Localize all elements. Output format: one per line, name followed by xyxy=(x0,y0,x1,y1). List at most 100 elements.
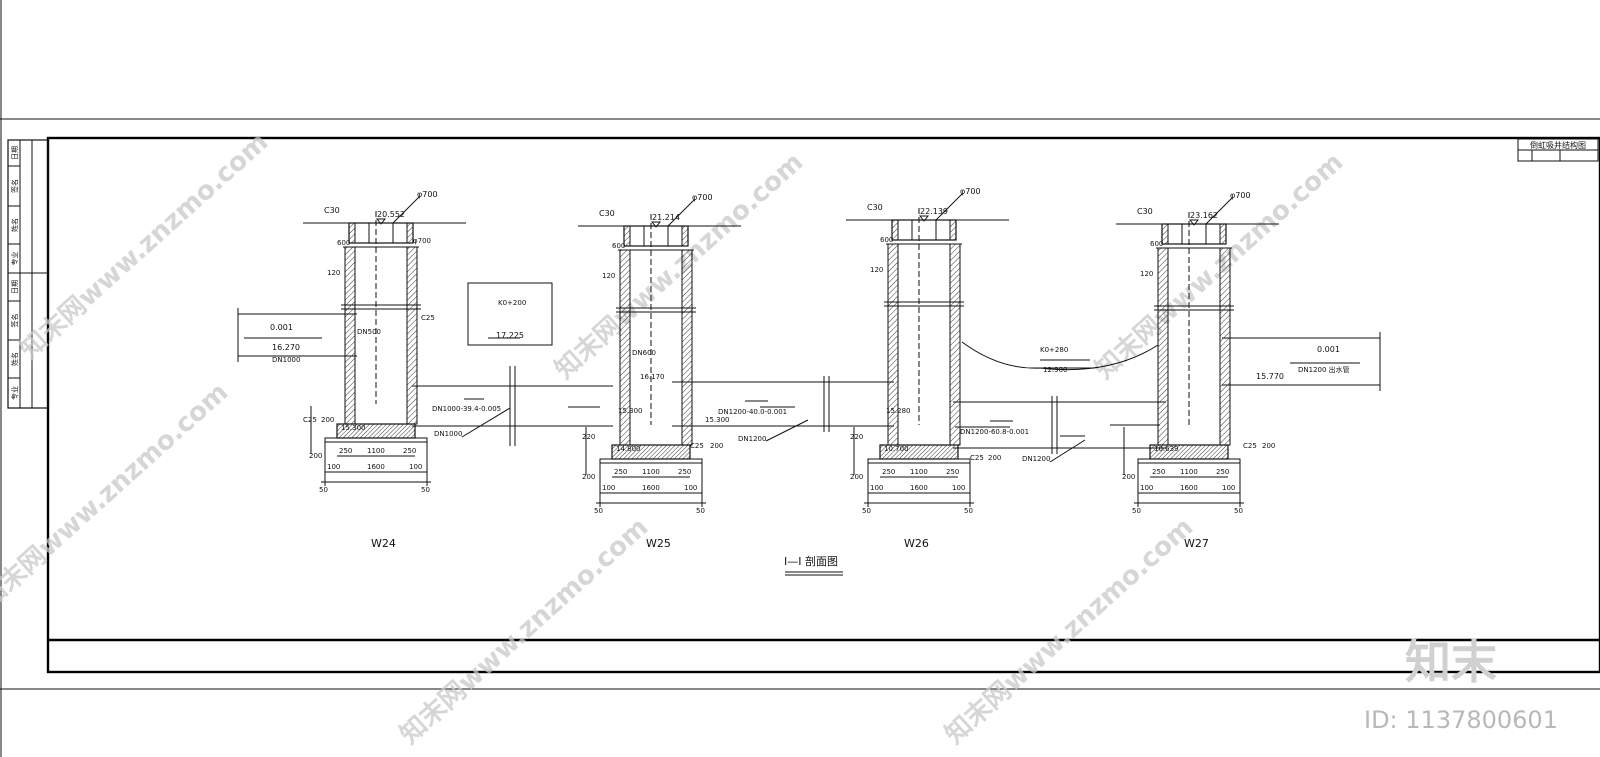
station1-elev: 17.225 xyxy=(496,331,524,340)
dim-vertical: 600 xyxy=(337,239,350,247)
pipe1-tag: DN1000 xyxy=(434,430,462,438)
dim-text: 50 xyxy=(696,507,705,515)
dim-text: 50 xyxy=(862,507,871,515)
revision-label: 日期 xyxy=(11,280,19,294)
dim-vertical: 600 xyxy=(1150,240,1163,248)
dim-text: 1100 xyxy=(367,447,385,455)
dim-text: 1600 xyxy=(1180,484,1198,492)
dim-text: 250 xyxy=(614,468,627,476)
well-id: W26 xyxy=(904,537,929,550)
bottom-elevation: 10.639 xyxy=(1154,445,1179,453)
inlet-elevation: 15.300 xyxy=(618,407,643,415)
wells-layer: W24 C30 20.552 φ700 600 120 250 1100 250 100 1600 1… xyxy=(303,187,1279,550)
pipe3-label: DN1200-60.8-0.001 xyxy=(960,428,1029,436)
dim-text: 250 xyxy=(678,468,691,476)
w26-c25: C25 xyxy=(970,454,984,462)
dim-text: 250 xyxy=(339,447,352,455)
watermark-text: 知末网www.znzmo.com xyxy=(395,512,655,750)
section-title: I—I 剖面图 xyxy=(784,554,838,568)
watermark-text: 知末网www.znzmo.com xyxy=(15,127,275,365)
dim-text: 100 xyxy=(684,484,697,492)
revision-label: 专业 xyxy=(10,252,19,266)
concrete-grade: C30 xyxy=(1137,207,1153,216)
revision-label: 日期 xyxy=(11,146,19,160)
watermark-text: 知末网www.znzmo.com xyxy=(550,147,810,385)
watermark-text: 知末网www.znzmo.com xyxy=(0,377,234,615)
bottom-elevation: 15.300 xyxy=(341,424,366,432)
dim-text: 1100 xyxy=(910,468,928,476)
revision-label: 签名 xyxy=(10,314,19,328)
top-elevation: 22.139 xyxy=(920,207,948,216)
w25-base-dim: 200 xyxy=(710,442,723,450)
base-grade: C25 xyxy=(303,416,317,424)
dim-height: 220 xyxy=(850,433,863,441)
title-block: 倒虹吸井结构图 xyxy=(1517,138,1599,162)
watermark-text: 知末网www.znzmo.com xyxy=(940,512,1200,750)
dim-text: 100 xyxy=(1222,484,1235,492)
cover-spec: φ700 xyxy=(692,193,713,202)
inlet-elev: 16.270 xyxy=(272,343,300,352)
concrete-grade: C30 xyxy=(599,209,615,218)
dim-text: 50 xyxy=(594,507,603,515)
bottom-elevation: 14.800 xyxy=(616,445,641,453)
dim-text: 250 xyxy=(403,447,416,455)
concrete-grade: C30 xyxy=(867,203,883,212)
dim-height: 200 xyxy=(309,452,322,460)
inlet-slope: 0.001 xyxy=(270,323,293,332)
well-w24: W24 C30 20.552 φ700 600 120 250 1100 250 100 1600 1… xyxy=(303,190,466,550)
dim-text: 1600 xyxy=(910,484,928,492)
bottom-elevation: 10.700 xyxy=(884,445,909,453)
top-elevation: 21.214 xyxy=(652,213,680,222)
dim-text: 100 xyxy=(870,484,883,492)
dim-text: 1600 xyxy=(367,463,385,471)
dim-text: 100 xyxy=(409,463,422,471)
wall-grade: C25 xyxy=(421,314,435,322)
dim-vertical: 120 xyxy=(327,269,340,277)
dim-text: 50 xyxy=(1132,507,1141,515)
dim-text: 50 xyxy=(421,486,430,494)
well-id: W24 xyxy=(371,537,396,550)
pipe2-tag: DN1200 xyxy=(738,435,766,443)
well-id: W25 xyxy=(646,537,671,550)
dim-height: 220 xyxy=(582,433,595,441)
station1: K0+200 xyxy=(498,299,526,307)
w27-c25: C25 xyxy=(1243,442,1257,450)
watermark-text: 知末网www.znzmo.com xyxy=(1090,147,1350,385)
w25-c25: C25 xyxy=(690,442,704,450)
base-dim: 200 xyxy=(321,416,334,424)
dim-text: 50 xyxy=(319,486,328,494)
dim-text: 50 xyxy=(1234,507,1243,515)
dim-text: 50 xyxy=(964,507,973,515)
pipe1-label: DN1000-39.4-0.005 xyxy=(432,405,501,413)
dim-text: 250 xyxy=(882,468,895,476)
dim-text: 1100 xyxy=(1180,468,1198,476)
dim-vertical: 120 xyxy=(1140,270,1153,278)
section-title-group: I—I 剖面图 xyxy=(784,554,843,576)
top-elevation: 20.552 xyxy=(377,210,405,219)
cover-spec: φ700 xyxy=(960,187,981,196)
dim-text: 100 xyxy=(952,484,965,492)
revision-label: 姓名 xyxy=(10,218,19,232)
top-elevation: 23.162 xyxy=(1190,211,1218,220)
annotations: 0.001 16.270 DN1000 DN1000-39.4-0.005 DN… xyxy=(270,299,1350,463)
dim-height: 200 xyxy=(850,473,863,481)
cover-spec: φ700 xyxy=(1230,191,1251,200)
drawing-title: 倒虹吸井结构图 xyxy=(1530,140,1586,150)
id-label: ID: 1137800601 xyxy=(1364,706,1558,734)
dim-text: 250 xyxy=(946,468,959,476)
cover-spec-2: φ700 xyxy=(413,237,431,245)
outlet-slope: 0.001 xyxy=(1317,345,1340,354)
dim-vertical: 120 xyxy=(602,272,615,280)
dim-height: 200 xyxy=(582,473,595,481)
well-id: W27 xyxy=(1184,537,1209,550)
inlet-elevation: 15.280 xyxy=(886,407,911,415)
pipe2-label: DN1200-40.0-0.001 xyxy=(718,408,787,416)
pipe-label: DN600 xyxy=(632,349,656,357)
concrete-grade: C30 xyxy=(324,206,340,215)
dim-text: 250 xyxy=(1216,468,1229,476)
